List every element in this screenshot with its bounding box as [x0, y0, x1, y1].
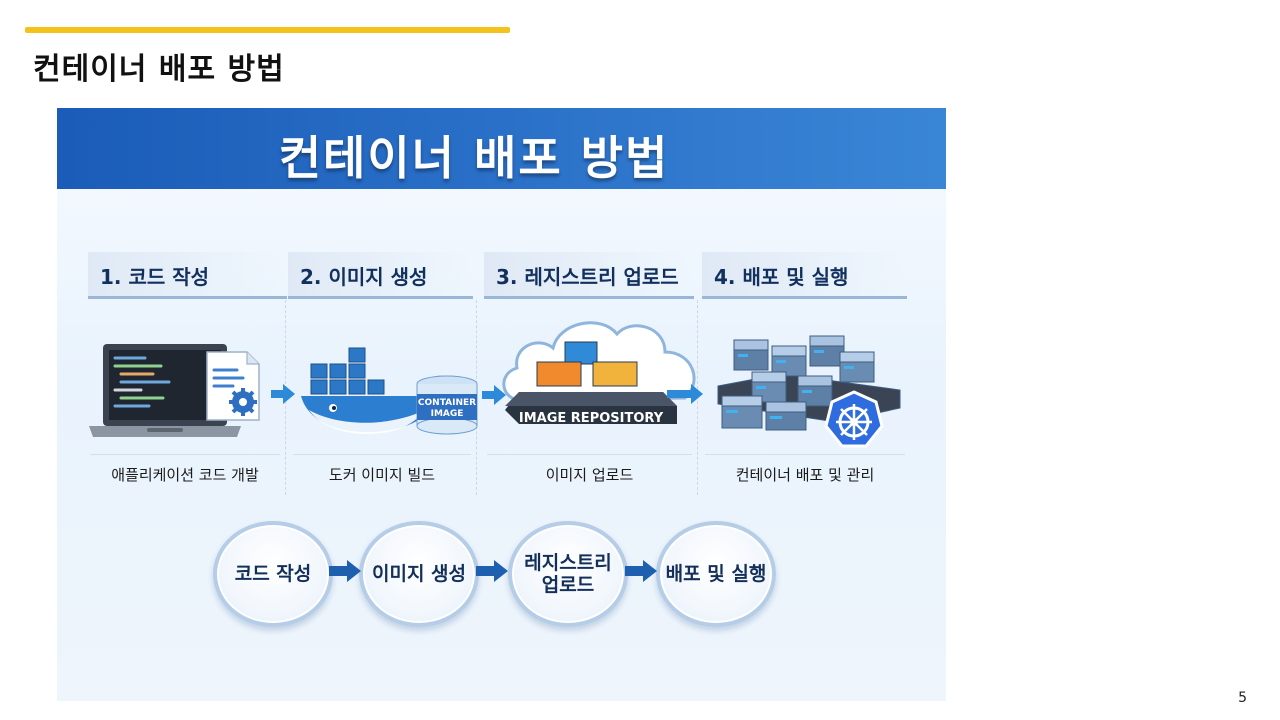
flow-circle-3: 레지스트리 업로드 — [508, 521, 628, 627]
laptop-code-icon — [89, 344, 260, 437]
flow-circle-4: 배포 및 실행 — [656, 521, 776, 627]
title-accent-bar — [25, 27, 510, 33]
cloud-registry-icon: IMAGE REPOSITORY — [502, 321, 696, 426]
step-caption-2: 도커 이미지 빌드 — [328, 466, 436, 484]
container-image-badge-line2: IMAGE — [431, 409, 464, 419]
flow-label: 이미지 생성 — [371, 563, 466, 585]
flow-circle-2: 이미지 생성 — [359, 521, 479, 627]
kubernetes-servers-icon — [717, 335, 901, 448]
flow-arrow-icon — [625, 560, 657, 582]
docker-whale-icon: CONTAINER IMAGE — [301, 347, 478, 435]
caption-divider — [293, 454, 471, 455]
step-arrow-icon — [482, 385, 506, 405]
step-header-label: 1. 코드 작성 — [100, 265, 210, 289]
caption-divider — [90, 454, 280, 455]
flow-label: 배포 및 실행 — [665, 563, 767, 585]
diagram-panel: 컨테이너 배포 방법 1. 코드 작성 2. 이미지 생성 3. 레지스트리 업… — [57, 108, 946, 701]
flow-arrow-icon — [329, 560, 361, 582]
flow-arrow-icon — [476, 560, 508, 582]
banner-title: 컨테이너 배포 방법 — [278, 131, 670, 185]
banner: 컨테이너 배포 방법 — [57, 108, 946, 189]
flow-label-line2: 업로드 — [541, 574, 595, 596]
step-header-label: 3. 레지스트리 업로드 — [496, 265, 679, 289]
step-header-4: 4. 배포 및 실행 — [702, 252, 907, 299]
step-caption-3: 이미지 업로드 — [545, 466, 634, 484]
slide-title: 컨테이너 배포 방법 — [33, 52, 285, 87]
image-repository-label: IMAGE REPOSITORY — [519, 411, 664, 426]
step-header-label: 4. 배포 및 실행 — [714, 265, 849, 289]
step-caption-1: 애플리케이션 코드 개발 — [111, 466, 259, 484]
flow-label: 코드 작성 — [234, 563, 312, 585]
flow-circle-1: 코드 작성 — [213, 521, 333, 627]
flow-label: 레지스트리 — [524, 552, 612, 574]
caption-divider — [705, 454, 905, 455]
caption-divider — [487, 454, 692, 455]
step-caption-4: 컨테이너 배포 및 관리 — [735, 466, 875, 484]
page-number: 5 — [1238, 690, 1247, 706]
step-header-label: 2. 이미지 생성 — [300, 265, 428, 289]
step-header-2: 2. 이미지 생성 — [288, 252, 473, 299]
step-arrow-icon — [667, 384, 703, 404]
container-image-badge-line1: CONTAINER — [418, 398, 476, 408]
step-header-1: 1. 코드 작성 — [88, 252, 287, 299]
step-header-3: 3. 레지스트리 업로드 — [484, 252, 694, 299]
step-arrow-icon — [271, 384, 295, 404]
